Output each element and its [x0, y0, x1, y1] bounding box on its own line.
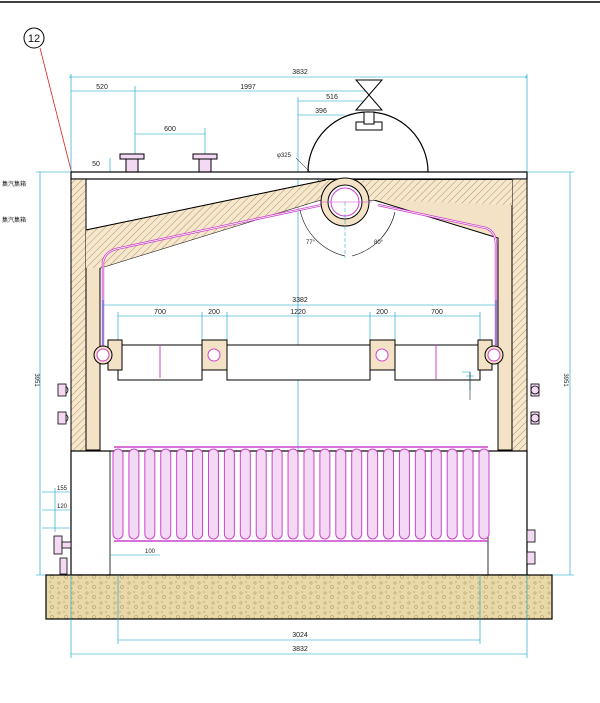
dim-inner-span: 3382 [292, 297, 308, 304]
water-tube [430, 448, 442, 540]
top-nozzle-right [192, 153, 218, 173]
water-tube [398, 448, 410, 540]
water-tube [160, 448, 172, 540]
tube-bank [112, 446, 490, 542]
bottom-dimensions [70, 575, 528, 658]
roof-hatch [86, 180, 512, 268]
mid-beam [93, 339, 504, 400]
water-tube [383, 448, 395, 540]
water-tube [462, 448, 474, 540]
dim-drum-diameter: φ325 [277, 153, 292, 159]
water-tube [112, 448, 124, 540]
dim-pipe-height: 50 [92, 161, 100, 168]
water-tube [414, 448, 426, 540]
water-tube [255, 448, 267, 540]
steam-drum-dome [307, 79, 429, 173]
water-tube [335, 448, 347, 540]
dim-overall-top: 3832 [292, 69, 308, 76]
water-tube [287, 448, 299, 540]
water-tube [128, 448, 140, 540]
callout-12: 12 [23, 27, 74, 179]
inner-span-dim [102, 300, 497, 345]
dim-angle-right: 80° [374, 240, 384, 246]
top-nozzle-left [119, 153, 145, 173]
dim-beam-seg-5: 700 [431, 309, 443, 316]
dim-beam-seg-2: 200 [208, 309, 220, 316]
water-tube [367, 448, 379, 540]
dim-height-right: 3951 [562, 373, 568, 387]
water-tube [176, 448, 188, 540]
dim-base-width: 3024 [292, 632, 308, 639]
callout-number: 12 [28, 33, 40, 45]
dim-tube-offset: 100 [145, 549, 156, 555]
dim-drum-offset-a: 516 [326, 94, 338, 101]
right-fittings [526, 383, 540, 565]
dim-beam-seg-4: 200 [376, 309, 388, 316]
water-tube [271, 448, 283, 540]
dim-span-drum: 1997 [240, 84, 256, 91]
water-tube [303, 448, 315, 540]
angle-arc-left [299, 209, 346, 257]
dim-left-offset: 520 [96, 84, 108, 91]
left-note-1: 集汽集箱 [2, 180, 26, 188]
left-wall [70, 178, 87, 452]
water-tube [478, 448, 490, 540]
casing-top-plate [70, 171, 528, 180]
water-tube [192, 448, 204, 540]
dim-drum-offset-b: 396 [315, 108, 327, 115]
right-wall [511, 178, 528, 452]
dim-height-left: 3951 [33, 373, 39, 387]
dim-side-1: 155 [57, 486, 68, 492]
left-fittings [53, 383, 72, 575]
water-tube [446, 448, 458, 540]
water-tube [144, 448, 156, 540]
dim-side-2: 120 [57, 504, 68, 510]
dim-beam-seg-3: 1220 [290, 309, 306, 316]
water-tube [223, 448, 235, 540]
water-tube [319, 448, 331, 540]
water-tube [239, 448, 251, 540]
dim-pipe-spacing: 600 [164, 126, 176, 133]
dim-angle-left: 77° [306, 240, 316, 246]
angle-arc-right [351, 211, 396, 257]
dim-overall-bottom: 3832 [292, 646, 308, 653]
dim-beam-seg-1: 700 [154, 309, 166, 316]
foundation [45, 574, 553, 620]
water-tube [351, 448, 363, 540]
callout-leader [39, 47, 74, 179]
water-tube [207, 448, 219, 540]
left-note-2: 集汽集箱 [2, 216, 26, 224]
